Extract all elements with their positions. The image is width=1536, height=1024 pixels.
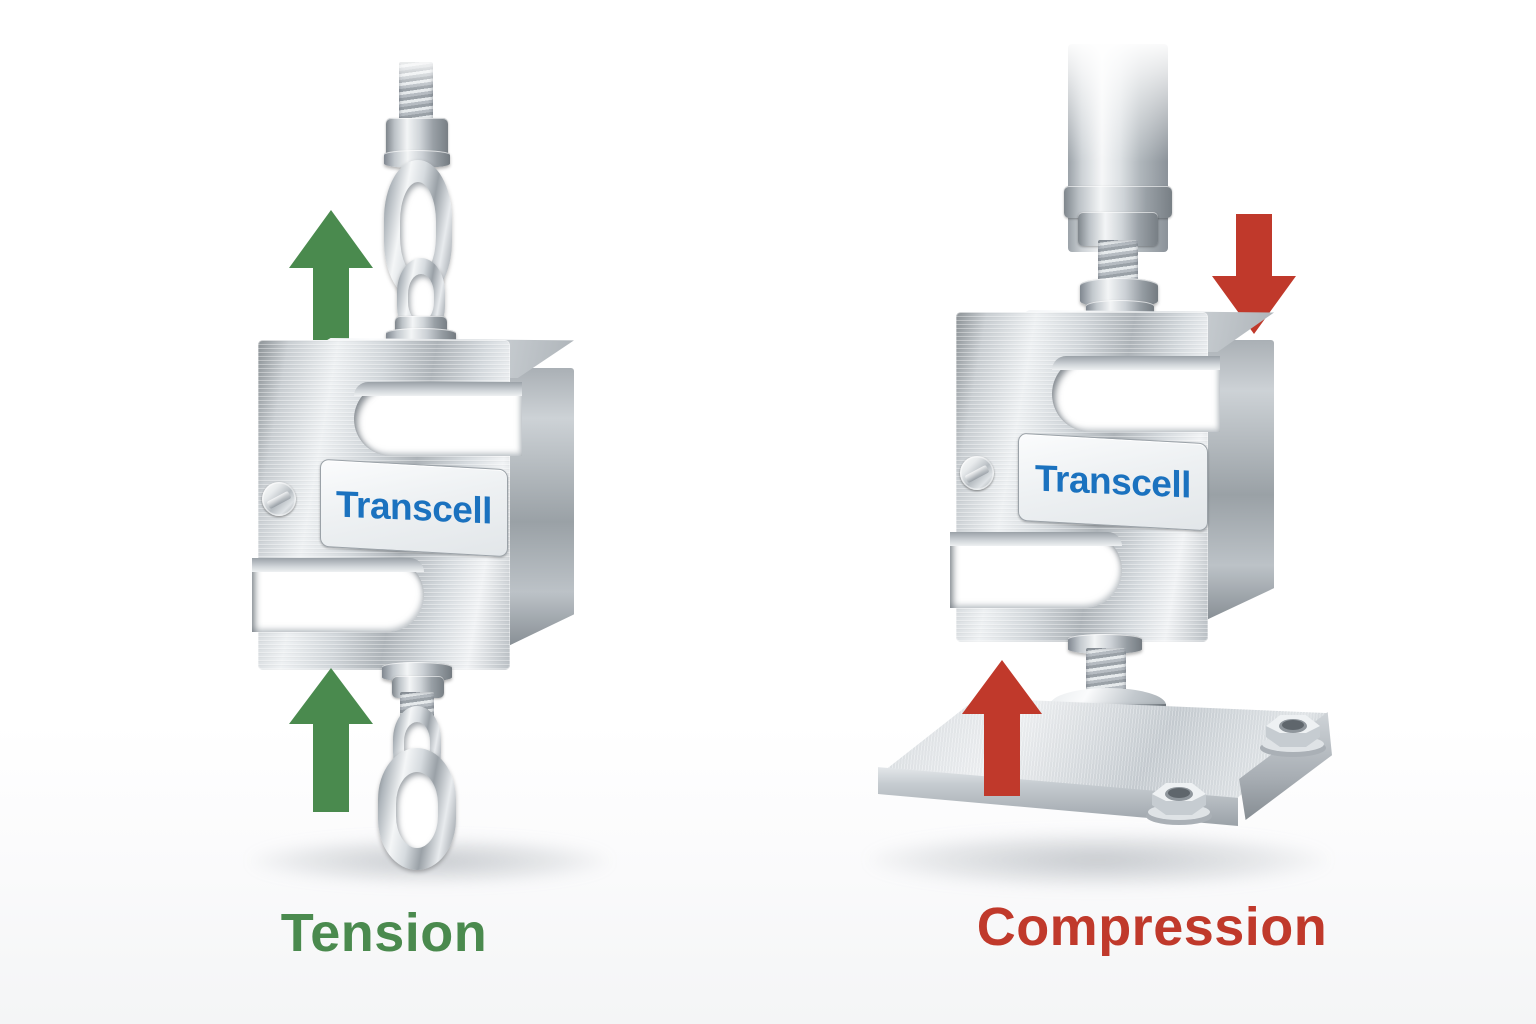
- cell-slot-upper: [354, 382, 522, 456]
- rod-fade-top: [394, 56, 438, 90]
- panel-tension: Transcell Tension: [0, 0, 768, 1024]
- side-screw: [960, 456, 994, 490]
- caption-compression: Compression: [976, 897, 1328, 957]
- shackle-link-lower-hole: [408, 274, 434, 322]
- force-arrow-up-bottom: [958, 658, 1046, 798]
- cell-slot-upper-lip: [354, 382, 522, 396]
- nameplate: Transcell: [320, 458, 508, 558]
- brand-label: Transcell: [336, 483, 492, 532]
- brand-label: Transcell: [1035, 457, 1191, 506]
- cell-slot-lower: [950, 532, 1122, 608]
- side-screw: [262, 482, 296, 516]
- cell-slot-lower: [252, 558, 424, 632]
- shackle-link-bottom-large-hole: [396, 772, 438, 848]
- cell-slot-lower-lip: [252, 558, 424, 572]
- collar-washer-top: [384, 150, 450, 168]
- ram-fade: [1060, 38, 1176, 162]
- force-arrow-up-top: [285, 208, 377, 368]
- load-cell-compression: Transcell: [950, 310, 1286, 642]
- force-arrow-up-bottom: [285, 666, 377, 814]
- force-arrow-down-top: [1208, 212, 1300, 336]
- cell-slot-lower-lip: [950, 532, 1122, 546]
- compression-shadow: [868, 832, 1328, 888]
- nameplate: Transcell: [1018, 432, 1208, 532]
- panel-compression: Transcell: [768, 0, 1536, 1024]
- caption-tension: Tension: [280, 903, 488, 963]
- hex-nut-right: [1256, 706, 1330, 758]
- hex-nut-front: [1142, 774, 1216, 826]
- cell-slot-upper-lip: [1052, 356, 1220, 370]
- cell-slot-upper: [1052, 356, 1220, 432]
- load-cell-tension: Transcell: [252, 338, 588, 670]
